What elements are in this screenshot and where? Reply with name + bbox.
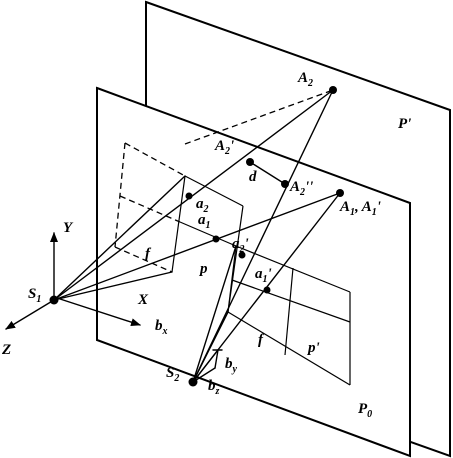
label-a2-prime: A2' (214, 138, 234, 157)
baseline-components (56, 297, 223, 383)
label-p-image: p (198, 261, 208, 277)
point-a1 (336, 189, 344, 197)
ray-s1-a1 (53, 192, 341, 301)
point-s1 (49, 295, 59, 305)
point-a2-prime (246, 158, 254, 166)
label-a2: A2 (297, 70, 313, 89)
label-bz: bz (208, 378, 220, 397)
label-by: by (225, 356, 238, 375)
label-small-a1: a1 (198, 212, 211, 231)
label-z-axis: Z (1, 342, 11, 358)
label-bx: bx (155, 318, 168, 337)
label-small-a2-prime: a2' (232, 236, 249, 255)
ray-s2-a2 (192, 89, 334, 383)
label-y-axis: Y (63, 220, 74, 236)
ray-s1-a2 (53, 89, 334, 301)
label-f-left: f (145, 246, 152, 262)
label-p0-plane: P0 (358, 401, 372, 420)
label-a2-double-prime: A2'' (289, 179, 313, 198)
label-s1: S1 (28, 286, 41, 305)
label-x-axis: X (137, 292, 149, 308)
x-axis-arrow (56, 297, 141, 327)
label-small-a1-prime: a1' (255, 266, 272, 285)
z-axis-arrow (5, 299, 55, 330)
label-s2: S2 (166, 365, 179, 384)
point-small-a2-prime (238, 251, 246, 259)
label-small-a2: a2 (196, 196, 209, 215)
front-plane-p0 (96, 86, 411, 458)
point-small-a1 (212, 235, 220, 243)
point-a2-double-prime (281, 180, 289, 188)
disparity-segment-d (249, 161, 286, 185)
point-small-a1-prime (263, 286, 271, 294)
label-a1-a1-prime: A1,A1' (339, 199, 381, 218)
label-p-prime-image: p' (306, 340, 320, 356)
point-a2 (329, 86, 337, 94)
point-small-a2 (185, 192, 193, 200)
label-f-right: f (258, 332, 265, 348)
label-d: d (249, 169, 257, 185)
label-p-prime-plane: P' (398, 116, 411, 132)
axes-s1 (5, 232, 58, 330)
by-segment (192, 349, 219, 383)
point-s2 (188, 377, 198, 387)
